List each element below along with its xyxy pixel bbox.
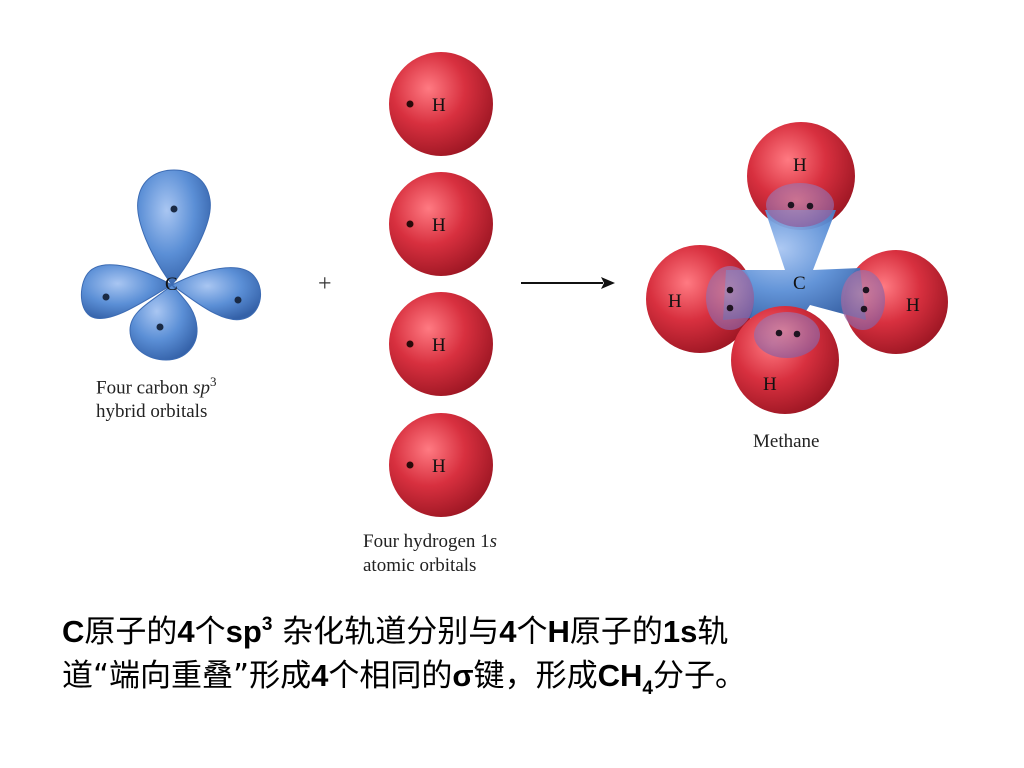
electron-dot	[234, 296, 242, 304]
electron-dot	[793, 330, 801, 338]
hydrogen-atom-label: H	[432, 456, 446, 477]
electron-dot	[726, 304, 734, 312]
hydrogen-atom-label: H	[432, 95, 446, 116]
hydrogen-orbitals-caption: Four hydrogen 1s atomic orbitals	[363, 531, 498, 576]
methane-h-label: H	[668, 291, 682, 312]
methane-h-label: H	[906, 295, 920, 316]
sp3-lobe-top	[137, 169, 211, 286]
carbon-atom-label: C	[165, 274, 178, 295]
overlap-top	[766, 183, 834, 227]
hydrogen-1s-orbitals: H H H H	[389, 52, 493, 517]
electron-dot	[775, 329, 783, 337]
explanation-text: C原子的4个sp3 杂化轨道分别与4个H原子的1s轨道“端向重叠”形成4个相同的…	[62, 614, 746, 699]
sp3-lobe-left	[80, 264, 174, 319]
methane-sp3-core	[723, 210, 866, 320]
methane-carbon-label: C	[793, 273, 806, 294]
sp3-lobe-right	[171, 267, 261, 321]
methane-h-label: H	[763, 374, 777, 395]
electron-dot	[170, 205, 178, 213]
carbon-sp3-orbitals: C	[80, 169, 261, 361]
electron-dot	[726, 286, 734, 294]
electron-dot	[806, 202, 814, 210]
electron-dot	[406, 100, 414, 108]
electron-dot	[156, 323, 164, 331]
electron-dot	[862, 286, 870, 294]
overlap-left	[706, 266, 754, 330]
methane-h-label: H	[793, 155, 807, 176]
reaction-arrow	[521, 277, 615, 289]
methane-molecule: C H H H H	[646, 122, 948, 414]
hydrogen-orbital: H	[389, 413, 493, 517]
hydrogen-atom-label: H	[432, 215, 446, 236]
electron-dot	[102, 293, 110, 301]
methane-caption: Methane	[753, 431, 820, 452]
hydrogen-orbital: H	[389, 292, 493, 396]
hydrogen-orbital: H	[389, 52, 493, 156]
electron-dot	[406, 461, 414, 469]
electron-dot	[406, 340, 414, 348]
carbon-orbitals-caption: Four carbon sp3 hybrid orbitals	[96, 374, 217, 423]
overlap-front	[754, 312, 820, 358]
sp3-lobe-front	[129, 284, 198, 361]
electron-dot	[787, 201, 795, 209]
overlap-right	[841, 270, 885, 330]
electron-dot	[860, 305, 868, 313]
electron-dot	[406, 220, 414, 228]
plus-sign: +	[318, 271, 332, 297]
hydrogen-atom-label: H	[432, 335, 446, 356]
hydrogen-orbital: H	[389, 172, 493, 276]
